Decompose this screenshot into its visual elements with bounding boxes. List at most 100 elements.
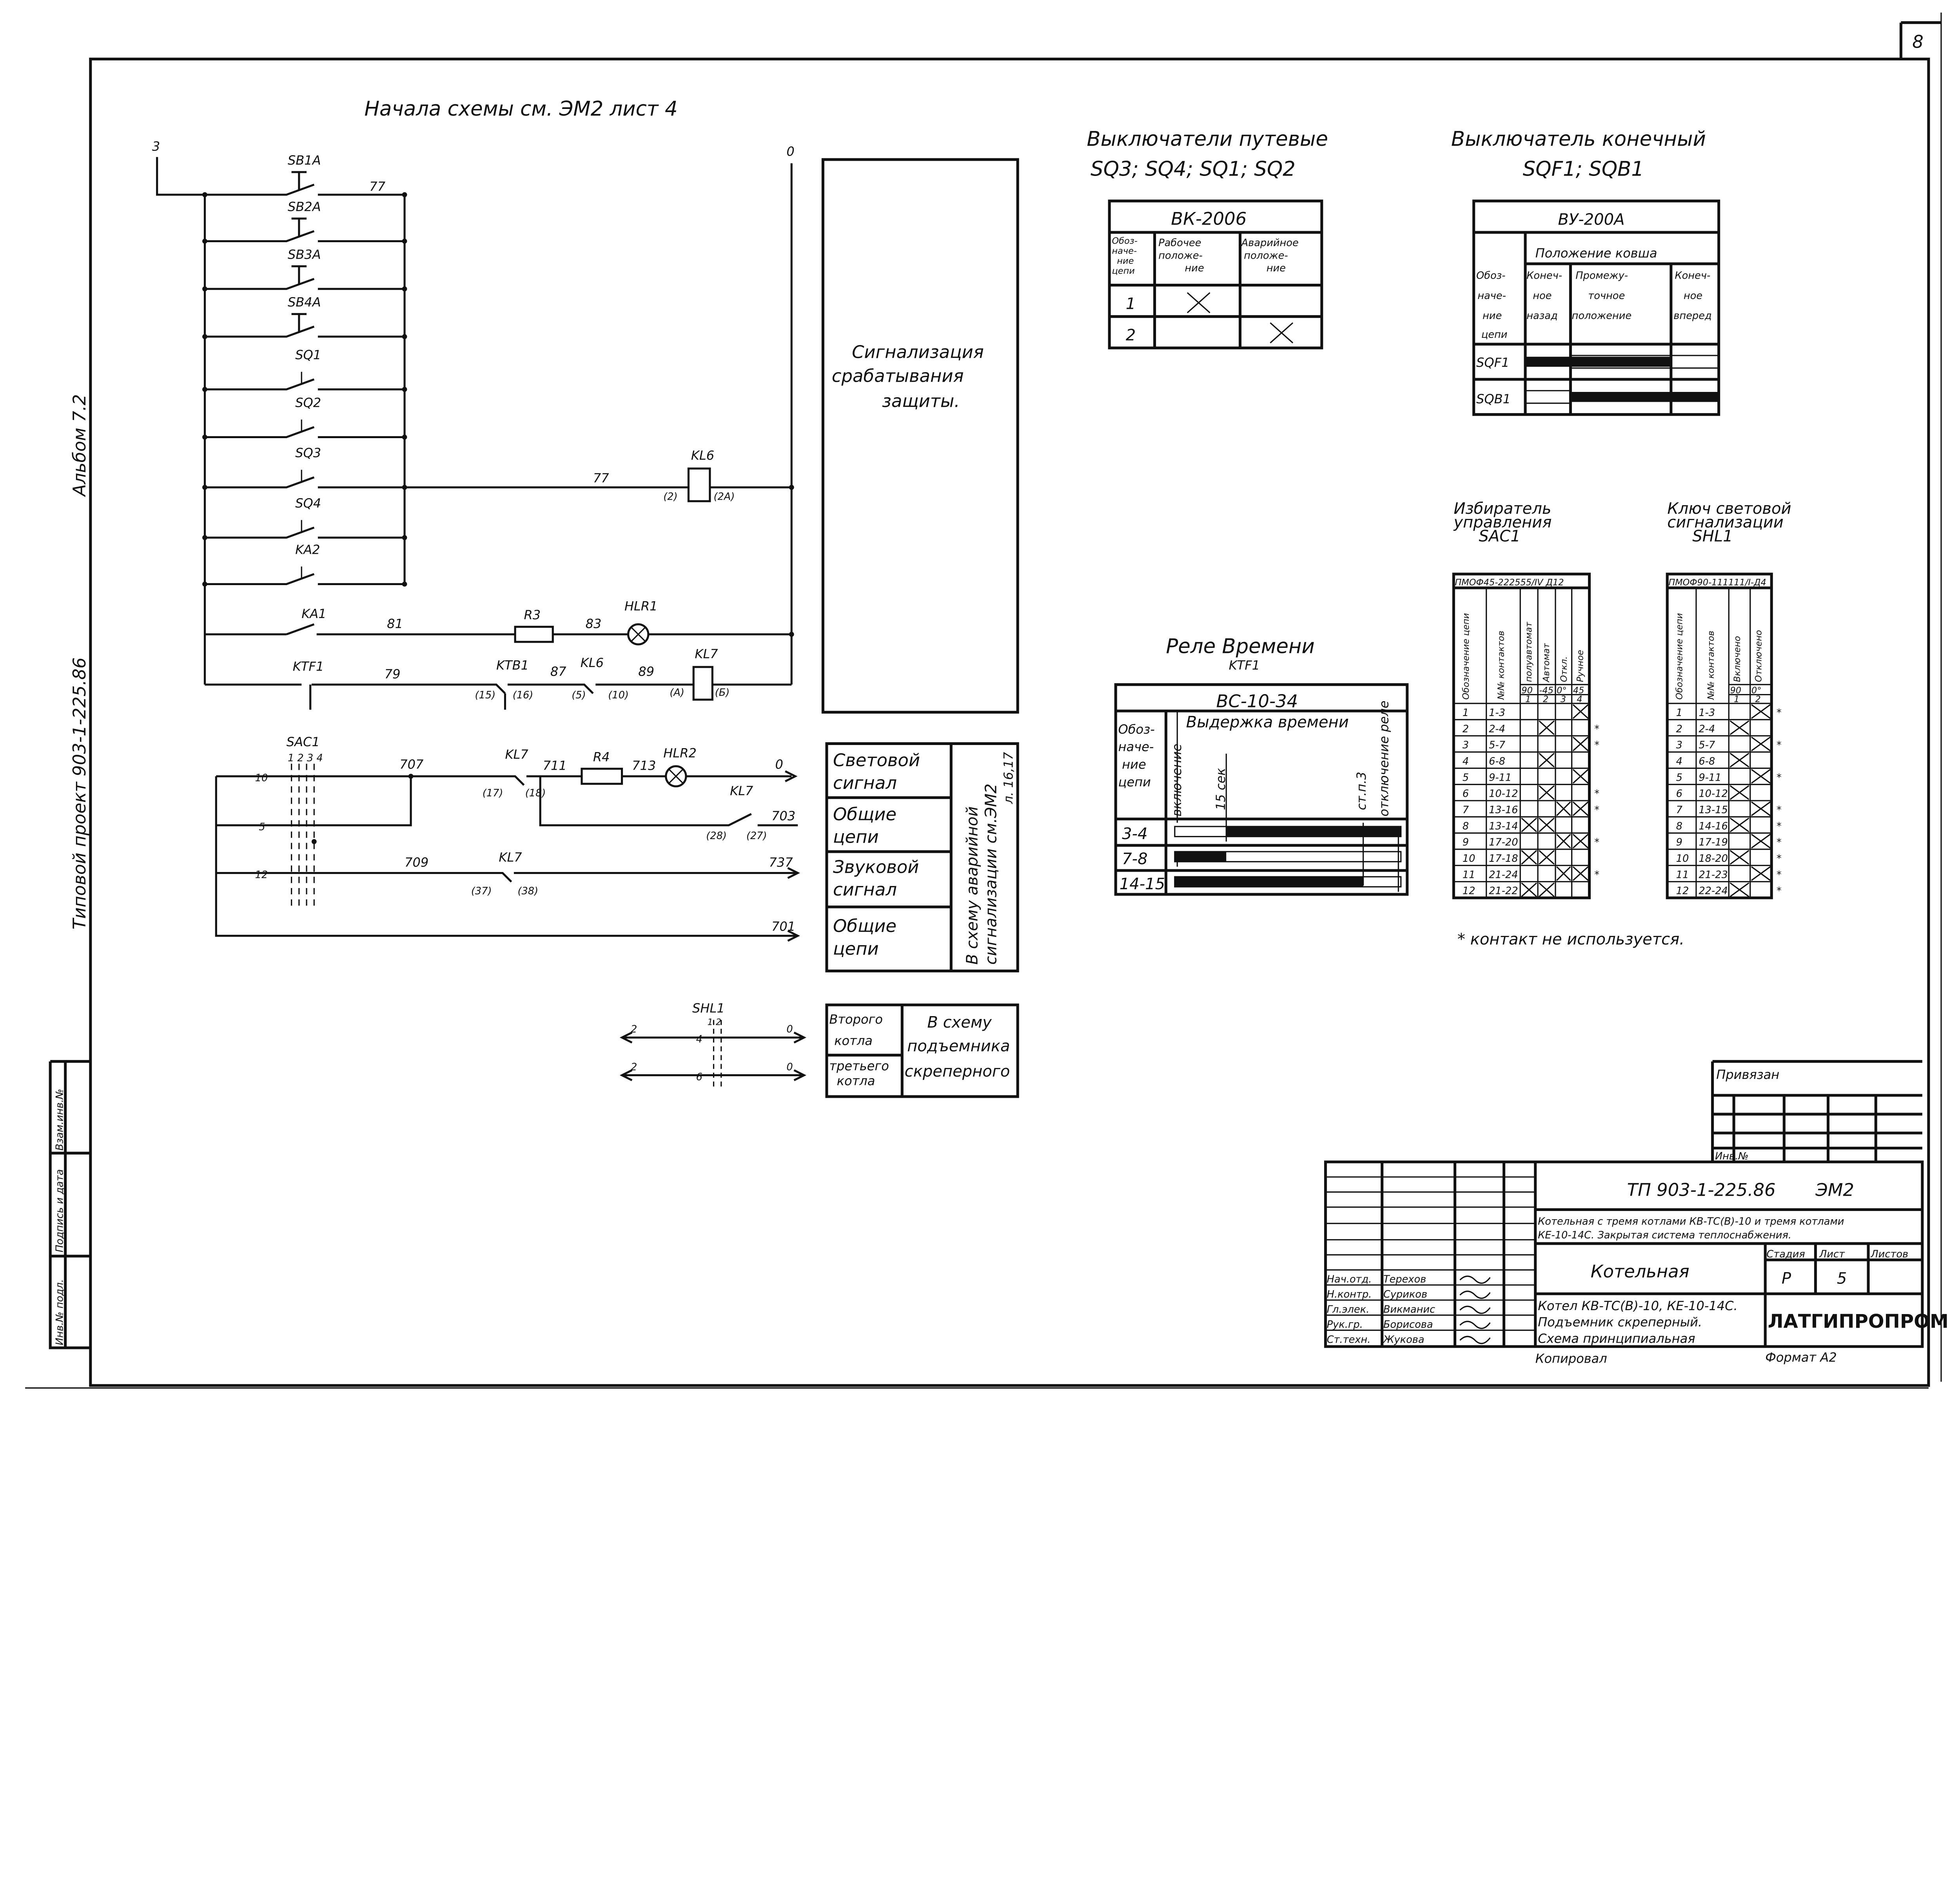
sac1_table-row-contacts: 2-4 (1489, 723, 1505, 735)
protection-line-2: срабатывания (832, 365, 964, 386)
unused-mark: * (1594, 804, 1599, 816)
junction-dot (402, 238, 407, 244)
sheet-code: ЭМ2 (1815, 1179, 1854, 1200)
hlr2-label: HLR2 (663, 746, 697, 761)
title-block: ТП 903-1-225.86 ЭМ2 Котельная с тремя ко… (1324, 1160, 1949, 1366)
pushbutton-icon (291, 265, 307, 284)
signature-list: Нач.отд.ТереховН.контр.СуриковГл.элек.Ви… (1327, 1273, 1491, 1345)
relay-h-4: цепи (1118, 774, 1151, 789)
signal-row-2a: Общие (833, 804, 897, 825)
signature-role: Рук.гр. (1327, 1319, 1363, 1331)
shl1_table-row-contacts: 2-4 (1699, 723, 1715, 735)
kl6-pin-a: (2) (663, 491, 677, 503)
closed-contact-mark (1572, 801, 1589, 816)
kl7-contact2-pin-a: (28) (706, 830, 727, 842)
sac1_table-row-id: 12 (1463, 885, 1475, 897)
unused-mark: * (1777, 837, 1782, 848)
boiler-row-1a: Второго (829, 1012, 883, 1027)
shl1_table-row-id: 4 (1676, 756, 1682, 767)
kl6-contact-label: KL6 (581, 655, 604, 670)
kl7-contact2-label: KL7 (730, 783, 753, 798)
drawing-title-2: Подъемник скреперный. (1538, 1315, 1702, 1330)
left-stamp: Инв.№ подл. Подпись и дата Взам.инв.№ (49, 1060, 91, 1349)
handwritten-signature (1459, 1321, 1491, 1329)
closed-contact-mark (1539, 720, 1555, 735)
closed-contact-mark (1556, 866, 1571, 881)
closed-contact-mark (1730, 882, 1749, 897)
shl1_table-row-contacts: 1-3 (1699, 707, 1715, 719)
closed-contact-mark (1751, 801, 1771, 816)
closed-contact-mark (1521, 818, 1537, 832)
kl6-contact-pin-b: (10) (608, 689, 629, 701)
r3-label: R3 (524, 607, 541, 622)
closed-contact-mark (1539, 850, 1555, 865)
limit-h2-3: ние (1185, 262, 1204, 274)
kl6-coil-label: KL6 (691, 448, 714, 463)
stage-value: Р (1782, 1270, 1791, 1288)
shl1_table-row-id: 11 (1676, 869, 1689, 881)
closed-contact-mark (1521, 882, 1537, 897)
limit-title-2: SQ3; SQ4; SQ1; SQ2 (1091, 158, 1296, 181)
junction-dot (202, 387, 207, 392)
shl1-left-2: 2 (631, 1061, 637, 1073)
relay-bar-14-15 (1174, 877, 1363, 887)
shl1_table-pos-angle: 90 (1730, 685, 1741, 696)
closed-contact-mark (1572, 769, 1589, 784)
junction-dot (402, 434, 407, 440)
shl1_table-pos-name: Включено (1732, 636, 1742, 682)
boiler-box: Второго котла третьего котла В схему под… (825, 1003, 1019, 1098)
junction-dot (402, 485, 407, 490)
relay-row-3: 14-15 (1120, 875, 1165, 893)
sac1_table-row-id: 5 (1463, 772, 1469, 783)
limit-row-2: 2 (1126, 326, 1136, 344)
unused-mark: * (1777, 804, 1782, 816)
sac1_table-header-contacts: №№ контактов (1496, 631, 1506, 700)
kl7-contact1-pin-a: (17) (483, 787, 503, 799)
relay-h-1: Обоз- (1118, 722, 1155, 737)
unused-mark: * (1594, 723, 1599, 735)
signal-side-2: сигнализации см.ЭМ2 (982, 783, 1000, 964)
limit-mark-2 (1270, 322, 1294, 344)
sheet-label: Лист (1819, 1248, 1845, 1260)
shl1-positions: 1 2 (707, 1017, 721, 1027)
junction-dot (202, 485, 207, 490)
schematic-wiring (156, 157, 807, 1088)
r4-resistor-symbol (581, 767, 623, 785)
sac1_table-pos-num: 2 (1543, 694, 1548, 705)
signal-row-4b: цепи (833, 938, 879, 959)
end-switch-table: Выключатель конечный SQF1; SQB1 ВУ-200А … (1451, 127, 1720, 416)
protection-signal-box: Сигнализация срабатывания защиты. (821, 158, 1019, 714)
shl1_table-row-id: 12 (1676, 885, 1689, 897)
end-h3-1: Промежу- (1575, 270, 1628, 282)
limit-row-1: 1 (1126, 295, 1136, 313)
rung-label-sb4a: SB4A (288, 295, 321, 310)
unused-mark: * (1777, 869, 1782, 881)
unused-mark: * (1777, 707, 1782, 719)
sac1-label: SAC1 (287, 734, 320, 749)
closed-contact-mark (1521, 850, 1537, 865)
kl7-coil-pin-b: (Б) (715, 687, 730, 699)
limit-mark-1 (1187, 292, 1210, 314)
unused-mark: * (1594, 788, 1599, 800)
shl1_table-row-contacts: 6-8 (1699, 756, 1715, 767)
shl1_table-pos-name: Отключено (1754, 630, 1764, 682)
closed-contact-mark (1539, 752, 1555, 768)
ka1-label: KA1 (301, 606, 326, 621)
hlr1-label: HLR1 (624, 599, 658, 614)
sac1_table-pos-angle: -45 (1539, 685, 1553, 696)
closed-contact-mark (1539, 818, 1555, 832)
contact-symbol (205, 426, 405, 438)
contact-symbol (205, 476, 405, 489)
closed-contact-mark (1572, 866, 1589, 881)
junction-dot (402, 192, 407, 198)
sac1_table-row-contacts: 13-16 (1489, 804, 1518, 816)
limit-h3-1: Аварийное (1241, 237, 1299, 249)
junction-dot (202, 535, 207, 540)
wire-87-label: 87 (550, 664, 566, 679)
junction-dot (202, 334, 207, 339)
kl7-contact1-pin-b: (18) (525, 787, 546, 799)
end-h4-1: Конеч- (1675, 270, 1710, 282)
sac1_table-row-id: 2 (1463, 723, 1469, 735)
closed-contact-mark (1751, 736, 1771, 751)
end-title-2: SQF1; SQB1 (1523, 158, 1644, 181)
